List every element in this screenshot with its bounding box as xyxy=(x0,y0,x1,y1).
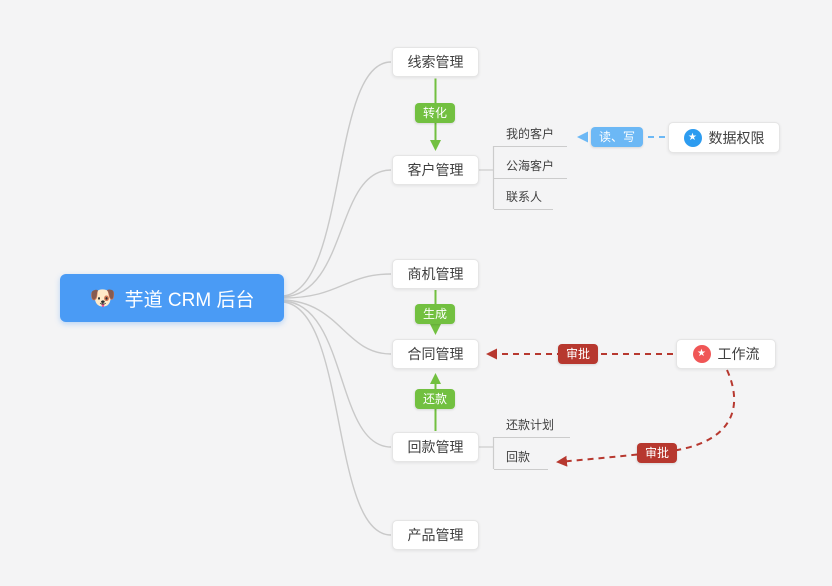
arrow-workflow-to-receivable xyxy=(556,369,736,467)
node-products-label: 产品管理 xyxy=(407,527,464,543)
node-data-permission[interactable]: ★ 数据权限 xyxy=(668,122,780,153)
node-opportunities[interactable]: 商机管理 xyxy=(392,259,479,289)
node-customers[interactable]: 客户管理 xyxy=(392,155,479,185)
root-node-label: 芋道 CRM 后台 xyxy=(124,289,255,311)
node-workflow[interactable]: ★ 工作流 xyxy=(676,339,776,369)
connector-root-contracts xyxy=(282,299,392,355)
badge-generate: 生成 xyxy=(414,304,456,324)
connector-root-receivables xyxy=(282,300,392,448)
node-opportunities-label: 商机管理 xyxy=(407,266,464,282)
connector-root-opportunities xyxy=(282,273,392,299)
subnode-contacts[interactable]: 联系人 xyxy=(494,190,553,210)
subnode-repayment-plan[interactable]: 还款计划 xyxy=(494,418,570,438)
node-data-permission-label: 数据权限 xyxy=(708,129,765,146)
subnode-public-customers[interactable]: 公海客户 xyxy=(494,159,567,179)
dog-icon: 🐶 xyxy=(89,286,116,310)
node-leads-label: 线索管理 xyxy=(407,54,464,70)
node-contracts-label: 合同管理 xyxy=(407,346,464,362)
badge-approve-receivable: 审批 xyxy=(636,443,678,463)
badge-read-write: 读、写 xyxy=(590,127,644,147)
subnode-receivable[interactable]: 回款 xyxy=(494,450,548,470)
badge-approve-contract: 审批 xyxy=(557,344,599,364)
subnode-my-customers[interactable]: 我的客户 xyxy=(494,127,567,147)
connector-root-customers xyxy=(282,169,392,298)
star-icon: ★ xyxy=(692,345,711,363)
node-leads[interactable]: 线索管理 xyxy=(392,47,479,77)
connector-root-leads xyxy=(282,61,392,297)
node-products[interactable]: 产品管理 xyxy=(392,520,479,550)
root-node-crm-backend[interactable]: 🐶 芋道 CRM 后台 xyxy=(60,274,284,322)
node-receivables-label: 回款管理 xyxy=(407,439,464,455)
badge-repay: 还款 xyxy=(414,389,456,409)
badge-convert: 转化 xyxy=(414,103,456,123)
node-receivables[interactable]: 回款管理 xyxy=(392,432,479,462)
node-contracts[interactable]: 合同管理 xyxy=(392,339,479,369)
connector-root-products xyxy=(282,301,392,536)
star-icon: ★ xyxy=(683,128,702,147)
node-workflow-label: 工作流 xyxy=(717,346,760,362)
node-customers-label: 客户管理 xyxy=(407,162,464,178)
